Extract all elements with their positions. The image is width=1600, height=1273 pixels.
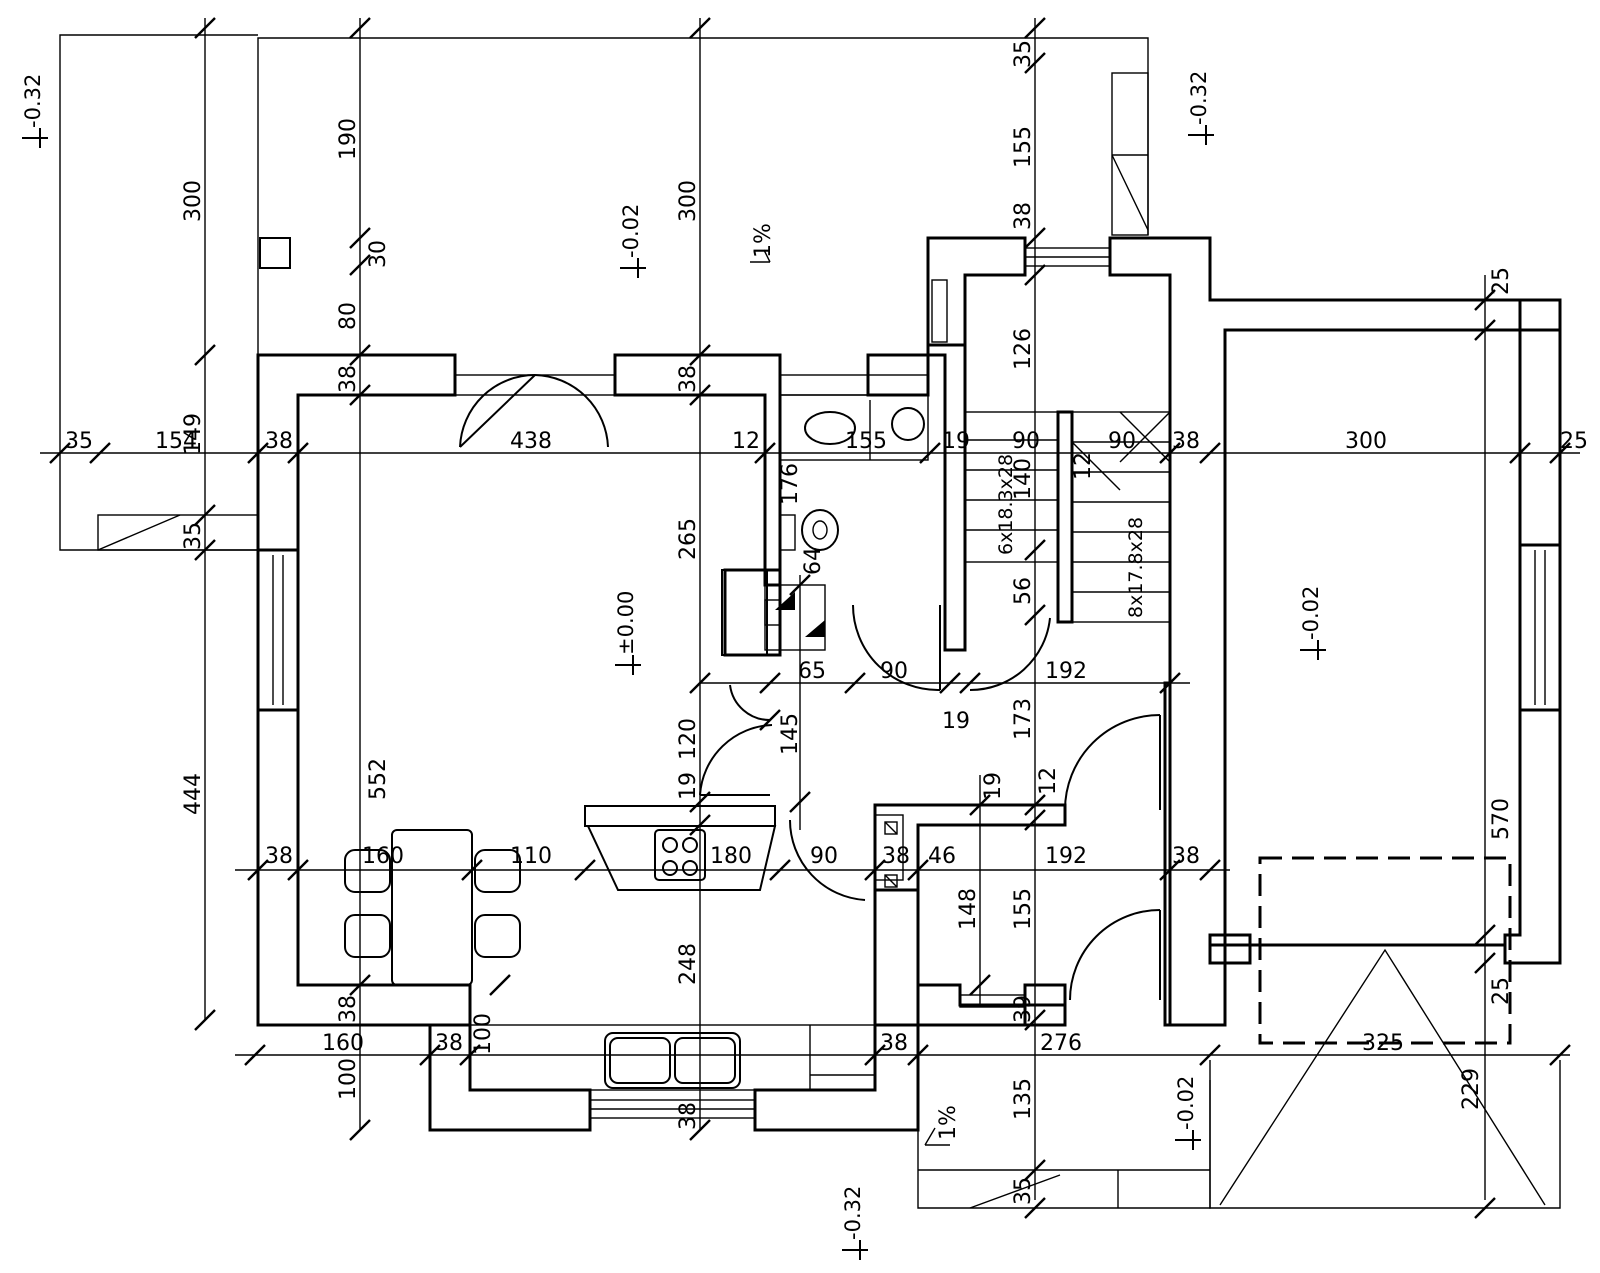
dim-label: 110 — [510, 844, 552, 869]
level-garage-front: -0.02 — [1174, 1076, 1198, 1130]
dim-label: 12 — [1071, 452, 1096, 480]
dim-label: 35 — [65, 429, 93, 454]
dim-label: 100 — [336, 1058, 361, 1100]
stair-labels: 6x18.3x28 8x17.8x28 — [995, 454, 1147, 618]
dim-label: 229 — [1459, 1068, 1484, 1110]
dim-label: 149 — [181, 413, 206, 455]
doors — [454, 373, 1161, 1001]
dim-label: 38 — [882, 844, 910, 869]
garage-car — [1258, 856, 1512, 1045]
dim-label: 148 — [956, 888, 981, 930]
dimension-ticks — [49, 17, 1571, 1219]
dim-label: 38 — [676, 365, 701, 393]
fireplace — [721, 569, 781, 656]
dim-label: 140 — [1011, 458, 1036, 500]
dim-label: 90 — [810, 844, 838, 869]
dim-label: 180 — [710, 844, 752, 869]
dim-label: 90 — [1108, 429, 1136, 454]
dim-label: 38 — [336, 365, 361, 393]
dim-label: 300 — [181, 180, 206, 222]
dim-label: 90 — [880, 659, 908, 684]
stair-flight-b: 8x17.8x28 — [1125, 517, 1147, 618]
dim-label: 38 — [676, 1102, 701, 1130]
dim-label: 25 — [1560, 429, 1588, 454]
level-main-hall: ±0.00 — [614, 591, 638, 655]
dim-label: 38 — [1172, 844, 1200, 869]
dim-label: 155 — [1011, 126, 1036, 168]
dim-label: 155 — [845, 429, 887, 454]
dim-label: 38 — [1172, 429, 1200, 454]
dim-label: 438 — [510, 429, 552, 454]
level-ext-s: -0.32 — [841, 1186, 865, 1240]
dim-label: 265 — [676, 518, 701, 560]
dim-label: 35 — [181, 522, 206, 550]
dim-label: 46 — [928, 844, 956, 869]
dim-label: 38 — [1011, 202, 1036, 230]
dim-label: 155 — [1011, 888, 1036, 930]
stairs — [964, 411, 1171, 623]
level-terrace-n: -0.02 — [619, 204, 643, 258]
dim-label: 64 — [801, 547, 826, 575]
dim-label: 100 — [471, 1013, 496, 1055]
dim-label: 145 — [778, 713, 803, 755]
dim-label: 160 — [362, 844, 404, 869]
dim-label: 192 — [1045, 844, 1087, 869]
dim-label: 80 — [336, 302, 361, 330]
slope-entrance: 1% — [936, 1105, 961, 1140]
dim-label: 154 — [155, 429, 197, 454]
dim-label: 19 — [676, 772, 701, 800]
dim-label: 176 — [778, 463, 803, 505]
dimension-grid-lines — [40, 18, 1580, 1200]
dim-label: 25 — [1489, 267, 1514, 295]
dim-label: 35 — [1011, 40, 1036, 68]
dim-label: 39 — [1011, 995, 1036, 1023]
dining-table — [344, 829, 521, 986]
dim-label: 19 — [942, 709, 970, 734]
dim-label: 570 — [1489, 798, 1514, 840]
dim-label: 276 — [1040, 1031, 1082, 1056]
dim-label: 12 — [1036, 767, 1061, 795]
slope-terrace: 1% — [751, 223, 776, 258]
dim-label: 300 — [1345, 429, 1387, 454]
dim-label: 65 — [798, 659, 826, 684]
dim-label: 38 — [265, 844, 293, 869]
dim-label: 38 — [880, 1031, 908, 1056]
dim-label: 325 — [1362, 1031, 1404, 1056]
dim-label: 126 — [1011, 328, 1036, 370]
dim-label: 135 — [1011, 1078, 1036, 1120]
dim-label: 444 — [181, 773, 206, 815]
dim-label: 173 — [1011, 698, 1036, 740]
dim-label: 90 — [1012, 429, 1040, 454]
dim-label: 38 — [265, 429, 293, 454]
dim-label: 300 — [676, 180, 701, 222]
dim-label: 552 — [366, 758, 391, 800]
dim-label: 38 — [435, 1031, 463, 1056]
dim-label: 12 — [732, 429, 760, 454]
dim-label: 192 — [1045, 659, 1087, 684]
dim-label: 35 — [1011, 1177, 1036, 1205]
level-ext-nw: -0.32 — [21, 74, 45, 128]
dim-label: 30 — [366, 240, 391, 268]
level-labels: -0.32 -0.32 -0.02 ±0.00 -0.02 -0.02 -0.3… — [21, 71, 1323, 1240]
dim-label: 160 — [322, 1031, 364, 1056]
slope-labels: 1% 1% — [751, 223, 961, 1140]
dim-label: 120 — [676, 718, 701, 760]
level-marker-symbols — [22, 125, 1326, 1260]
dimension-labels: 300 190 30 80 38 300 38 35 155 38 126 25… — [65, 40, 1588, 1205]
level-ext-ne: -0.32 — [1187, 71, 1211, 125]
dim-label: 190 — [336, 118, 361, 160]
stair-flight-a: 6x18.3x28 — [995, 454, 1017, 555]
dim-label: 248 — [676, 943, 701, 985]
dim-label: 25 — [1489, 977, 1514, 1005]
dim-label: 38 — [336, 995, 361, 1023]
level-garage: -0.02 — [1299, 586, 1323, 640]
dim-label: 19 — [942, 429, 970, 454]
dim-label: 56 — [1011, 577, 1036, 605]
kitchen-fixtures — [469, 805, 904, 1091]
bathroom-fixtures — [764, 374, 929, 651]
dim-label: 19 — [981, 772, 1006, 800]
